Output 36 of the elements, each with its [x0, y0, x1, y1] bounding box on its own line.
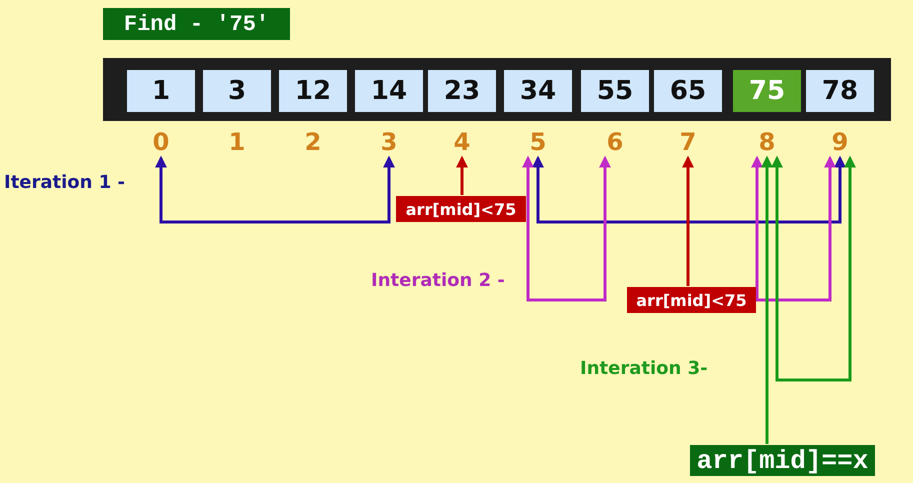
array-cell: 55: [581, 70, 649, 112]
array-cell: 34: [504, 70, 572, 112]
array-cell: 14: [355, 70, 423, 112]
range-bracket-arrow: [155, 156, 395, 224]
index-number: 7: [672, 127, 704, 157]
found-cell: 75: [733, 70, 801, 112]
iteration-label: Iteration 1 -: [4, 172, 126, 193]
arrow: [761, 156, 773, 444]
condition-tag: arr[mid]<75: [627, 287, 756, 313]
array-cell: 1: [127, 70, 195, 112]
array-cell: 23: [428, 70, 496, 112]
range-bracket-arrow: [532, 156, 846, 224]
array-cell: 65: [654, 70, 722, 112]
index-number: 2: [297, 127, 329, 157]
arrow: [682, 156, 694, 286]
range-bracket-arrow: [751, 156, 836, 302]
index-number: 6: [599, 127, 631, 157]
index-number: 9: [824, 127, 856, 157]
index-number: 8: [751, 127, 783, 157]
index-number: 5: [522, 127, 554, 157]
range-bracket-arrow: [522, 156, 611, 302]
array-cell: 78: [806, 70, 874, 112]
array-cell: 3: [203, 70, 271, 112]
condition-tag: arr[mid]==x: [690, 445, 875, 476]
range-bracket-arrow: [771, 156, 856, 382]
index-number: 0: [145, 127, 177, 157]
condition-tag: arr[mid]<75: [396, 196, 526, 222]
index-number: 3: [373, 127, 405, 157]
title-tag: Find - '75': [103, 8, 290, 40]
index-number: 1: [221, 127, 253, 157]
arrow: [456, 156, 468, 195]
index-number: 4: [446, 127, 478, 157]
array-bar: [103, 58, 891, 121]
iteration-label: Interation 3-: [580, 358, 708, 379]
array-cell: 12: [279, 70, 347, 112]
iteration-label: Interation 2 -: [371, 270, 505, 291]
